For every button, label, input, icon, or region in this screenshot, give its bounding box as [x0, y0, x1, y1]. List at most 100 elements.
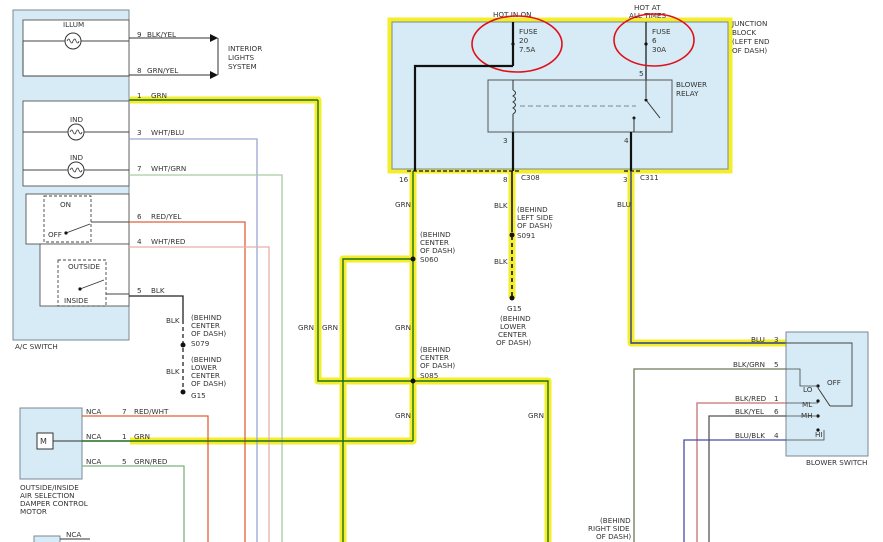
svg-text:BLK: BLK [494, 257, 508, 266]
connectors: 16 8 C308 3 C311 [399, 170, 659, 184]
wire-label: GRN/YEL [147, 66, 178, 75]
hot-at-all-times-label: HOT AT [634, 3, 661, 12]
speed-mh: MH [801, 411, 813, 420]
connector-c308: C308 [521, 173, 540, 182]
splice-dot [509, 232, 515, 238]
wire-label: BLK/YEL [147, 30, 176, 39]
svg-text:NCA: NCA [86, 457, 101, 466]
svg-text:5: 5 [639, 69, 644, 78]
splice-dot [180, 342, 186, 348]
svg-text:OF DASH): OF DASH) [517, 221, 552, 230]
svg-text:3: 3 [137, 128, 142, 137]
ground-icon [180, 389, 186, 395]
svg-text:OF DASH): OF DASH) [732, 46, 767, 55]
damper-motor: M OUTSIDE/INSIDE AIR SELECTION DAMPER CO… [19, 407, 413, 542]
splice-s085: S085 [420, 371, 438, 380]
svg-text:8: 8 [503, 175, 508, 184]
svg-text:7.5A: 7.5A [519, 45, 535, 54]
splice-s079: S079 [191, 339, 210, 348]
center-wiring: GRN (BEHIND CENTER OF DASH) S060 GRN GRN… [298, 100, 549, 542]
svg-text:CENTER: CENTER [498, 330, 527, 339]
svg-text:LOWER: LOWER [191, 363, 217, 372]
svg-text:OF DASH): OF DASH) [596, 532, 631, 541]
svg-text:4: 4 [624, 136, 629, 145]
svg-text:M: M [40, 437, 47, 446]
ind-label-1: IND [70, 115, 83, 124]
outside-inside-group [39, 243, 130, 307]
svg-text:30A: 30A [652, 45, 666, 54]
ac-switch-wires: INTERIOR LIGHTS SYSTEM 9 BLK/YEL 8 GRN/Y… [129, 30, 318, 542]
svg-text:OF DASH): OF DASH) [191, 329, 226, 338]
fuse-6-label: FUSE [652, 27, 671, 36]
speed-lo: LO [803, 385, 813, 394]
red-annotation-circle [471, 15, 563, 73]
on-off-group [25, 193, 130, 245]
svg-text:GRN: GRN [395, 411, 411, 420]
svg-text:BLK: BLK [166, 316, 180, 325]
connector-c311: C311 [640, 173, 659, 182]
splice-dot [410, 256, 416, 262]
svg-text:(LEFT END: (LEFT END [732, 37, 770, 46]
svg-text:NCA: NCA [86, 407, 101, 416]
svg-text:SYSTEM: SYSTEM [228, 62, 257, 71]
wire-label: WHT/BLU [151, 128, 184, 137]
ground-g15: G15 [191, 391, 206, 400]
wire-label: GRN [134, 432, 150, 441]
speed-ml: ML [802, 400, 812, 409]
wire-label: BLK/GRN [733, 360, 765, 369]
ind-label-2: IND [70, 153, 83, 162]
fuse-icon [644, 42, 648, 46]
splice-dot [410, 378, 416, 384]
wire-label: BLK [151, 286, 165, 295]
ground-g15: G15 [507, 304, 522, 313]
blower-switch-box [785, 331, 869, 457]
svg-text:6: 6 [774, 407, 779, 416]
wire-label: BLU/BLK [735, 431, 765, 440]
splice-s060: S060 [420, 255, 439, 264]
off-label: OFF [48, 230, 62, 239]
svg-text:3: 3 [503, 136, 508, 145]
svg-text:OF DASH): OF DASH) [420, 361, 455, 370]
svg-text:CENTER: CENTER [420, 353, 449, 362]
svg-text:GRN: GRN [298, 323, 314, 332]
grn-s060-highlight [339, 255, 413, 542]
svg-text:CENTER: CENTER [420, 238, 449, 247]
blower-switch-icon [817, 387, 831, 407]
svg-text:GRN: GRN [322, 323, 338, 332]
svg-text:7: 7 [137, 164, 142, 173]
svg-text:5: 5 [774, 360, 779, 369]
on-off-switch [43, 195, 92, 243]
damper-motor-title: OUTSIDE/INSIDE [20, 483, 79, 492]
svg-text:DAMPER CONTROL: DAMPER CONTROL [20, 499, 88, 508]
svg-text:6: 6 [137, 212, 142, 221]
speed-off: OFF [827, 378, 841, 387]
svg-text:4: 4 [774, 431, 779, 440]
red-annotation-circle [613, 13, 695, 67]
svg-text:3: 3 [623, 175, 628, 184]
wire-label: WHT/RED [151, 237, 186, 246]
damper-motor-box [19, 407, 83, 480]
svg-text:RIGHT SIDE: RIGHT SIDE [588, 524, 630, 533]
on-label: ON [60, 200, 71, 209]
hot-in-on-label: HOT IN ON [493, 10, 532, 19]
svg-text:(BEHIND: (BEHIND [420, 230, 451, 239]
svg-text:(BEHIND: (BEHIND [517, 205, 548, 214]
svg-text:LEFT SIDE: LEFT SIDE [517, 213, 553, 222]
svg-text:NCA: NCA [86, 432, 101, 441]
ac-switch-title: A/C SWITCH [15, 342, 58, 351]
svg-text:6: 6 [652, 36, 657, 45]
svg-text:OF DASH): OF DASH) [420, 246, 455, 255]
relay-coil-icon [512, 89, 516, 115]
svg-text:(BEHIND: (BEHIND [420, 345, 451, 354]
arrow-icon [210, 34, 218, 42]
svg-text:8: 8 [137, 66, 142, 75]
svg-text:(BEHIND: (BEHIND [191, 313, 222, 322]
svg-text:NCA: NCA [66, 530, 81, 539]
svg-text:3: 3 [774, 335, 779, 344]
blower-relay-label: BLOWER [676, 80, 707, 89]
wire-label: RED/YEL [151, 212, 181, 221]
fuse-icon [511, 42, 515, 46]
svg-text:OF DASH): OF DASH) [496, 338, 531, 347]
relay-switch-icon [645, 99, 661, 119]
